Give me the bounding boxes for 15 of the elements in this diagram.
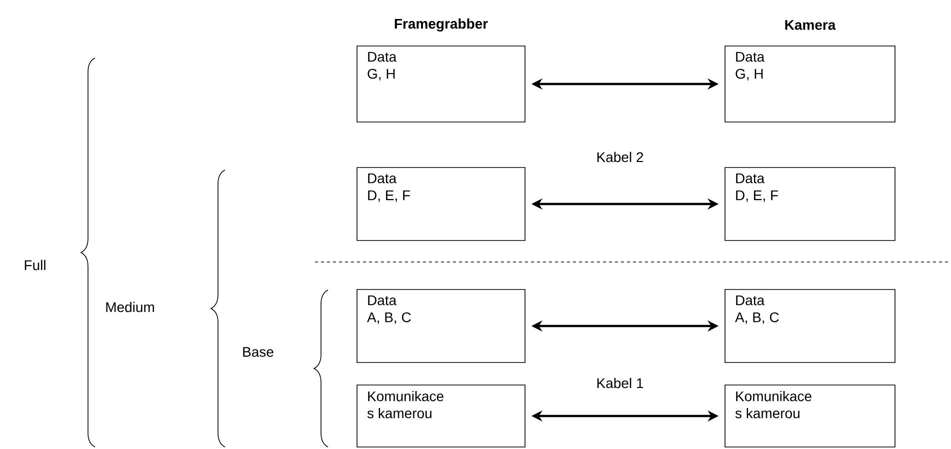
data-box: Data A, B, C (724, 289, 896, 363)
data-box: Komunikace s kamerou (724, 384, 896, 448)
data-box: Komunikace s kamerou (356, 384, 526, 448)
text-label: Kabel 1 (597, 378, 644, 388)
text-label: Medium (106, 302, 154, 312)
data-box: Data A, B, C (356, 289, 526, 363)
text-label: Base (243, 347, 274, 357)
data-box: Data G, H (724, 46, 896, 122)
data-box: Data D, E, F (356, 167, 526, 241)
column-heading: Framegrabber (394, 18, 488, 32)
data-box: Data D, E, F (724, 167, 896, 241)
text-label: Kabel 2 (597, 152, 644, 162)
column-heading: Kamera (785, 20, 836, 30)
data-box: Data G, H (356, 46, 526, 122)
text-label: Full (24, 260, 46, 270)
